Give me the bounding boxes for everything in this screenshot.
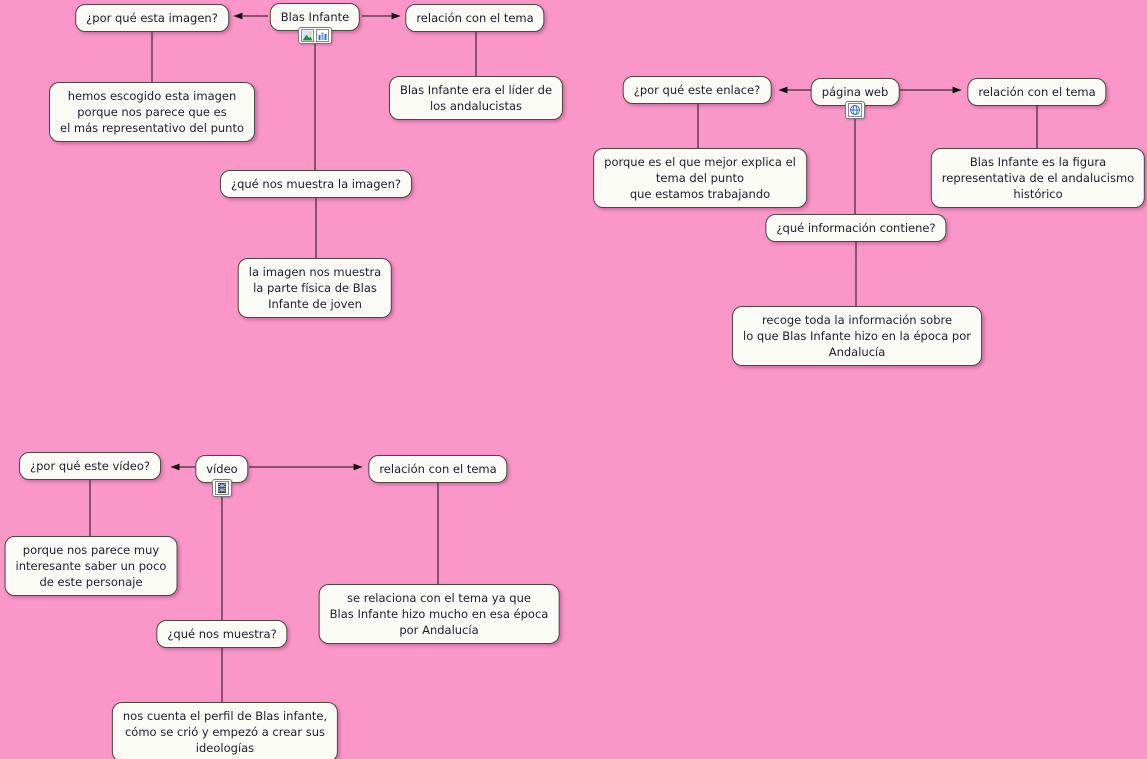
webpage-resource-icon[interactable] (848, 103, 862, 117)
answer-node-image-relation[interactable]: Blas Infante era el líder de los andaluc… (388, 76, 564, 120)
answer-node-video-shows[interactable]: nos cuenta el perfil de Blas infante, có… (111, 702, 339, 759)
resource-tray-video[interactable] (212, 479, 232, 497)
question-node-why-video[interactable]: ¿por qué este vídeo? (19, 452, 161, 480)
question-node-image-relation[interactable]: relación con el tema (405, 4, 545, 32)
resource-tray-pagina-web[interactable] (845, 101, 865, 119)
video-resource-icon[interactable] (215, 481, 229, 495)
question-node-web-relation[interactable]: relación con el tema (967, 78, 1107, 106)
answer-node-video-relation[interactable]: se relaciona con el tema ya que Blas Inf… (318, 584, 560, 644)
answer-node-web-relation[interactable]: Blas Infante es la figura representativa… (930, 148, 1146, 208)
answer-node-image-shows[interactable]: la imagen nos muestra la parte física de… (237, 258, 393, 318)
concept-node-video[interactable]: vídeo (195, 455, 249, 483)
question-node-why-image[interactable]: ¿por qué esta imagen? (75, 4, 229, 32)
question-node-web-contains[interactable]: ¿qué información contiene? (765, 214, 947, 242)
answer-node-why-image[interactable]: hemos escogido esta imagen porque nos pa… (49, 82, 255, 142)
question-node-image-shows[interactable]: ¿qué nos muestra la imagen? (219, 170, 413, 198)
answer-node-web-contains[interactable]: recoge toda la información sobre lo que … (732, 306, 982, 366)
chart-resource-icon[interactable] (316, 29, 329, 42)
question-node-video-relation[interactable]: relación con el tema (368, 455, 508, 483)
question-node-video-shows[interactable]: ¿qué nos muestra? (156, 620, 288, 648)
answer-node-why-link[interactable]: porque es el que mejor explica el tema d… (593, 148, 807, 208)
resource-tray-blas-infante[interactable] (298, 27, 332, 44)
answer-node-why-video[interactable]: porque nos parece muy interesante saber … (4, 536, 178, 596)
question-node-why-link[interactable]: ¿por qué este enlace? (622, 76, 772, 104)
image-resource-icon[interactable] (301, 29, 314, 42)
